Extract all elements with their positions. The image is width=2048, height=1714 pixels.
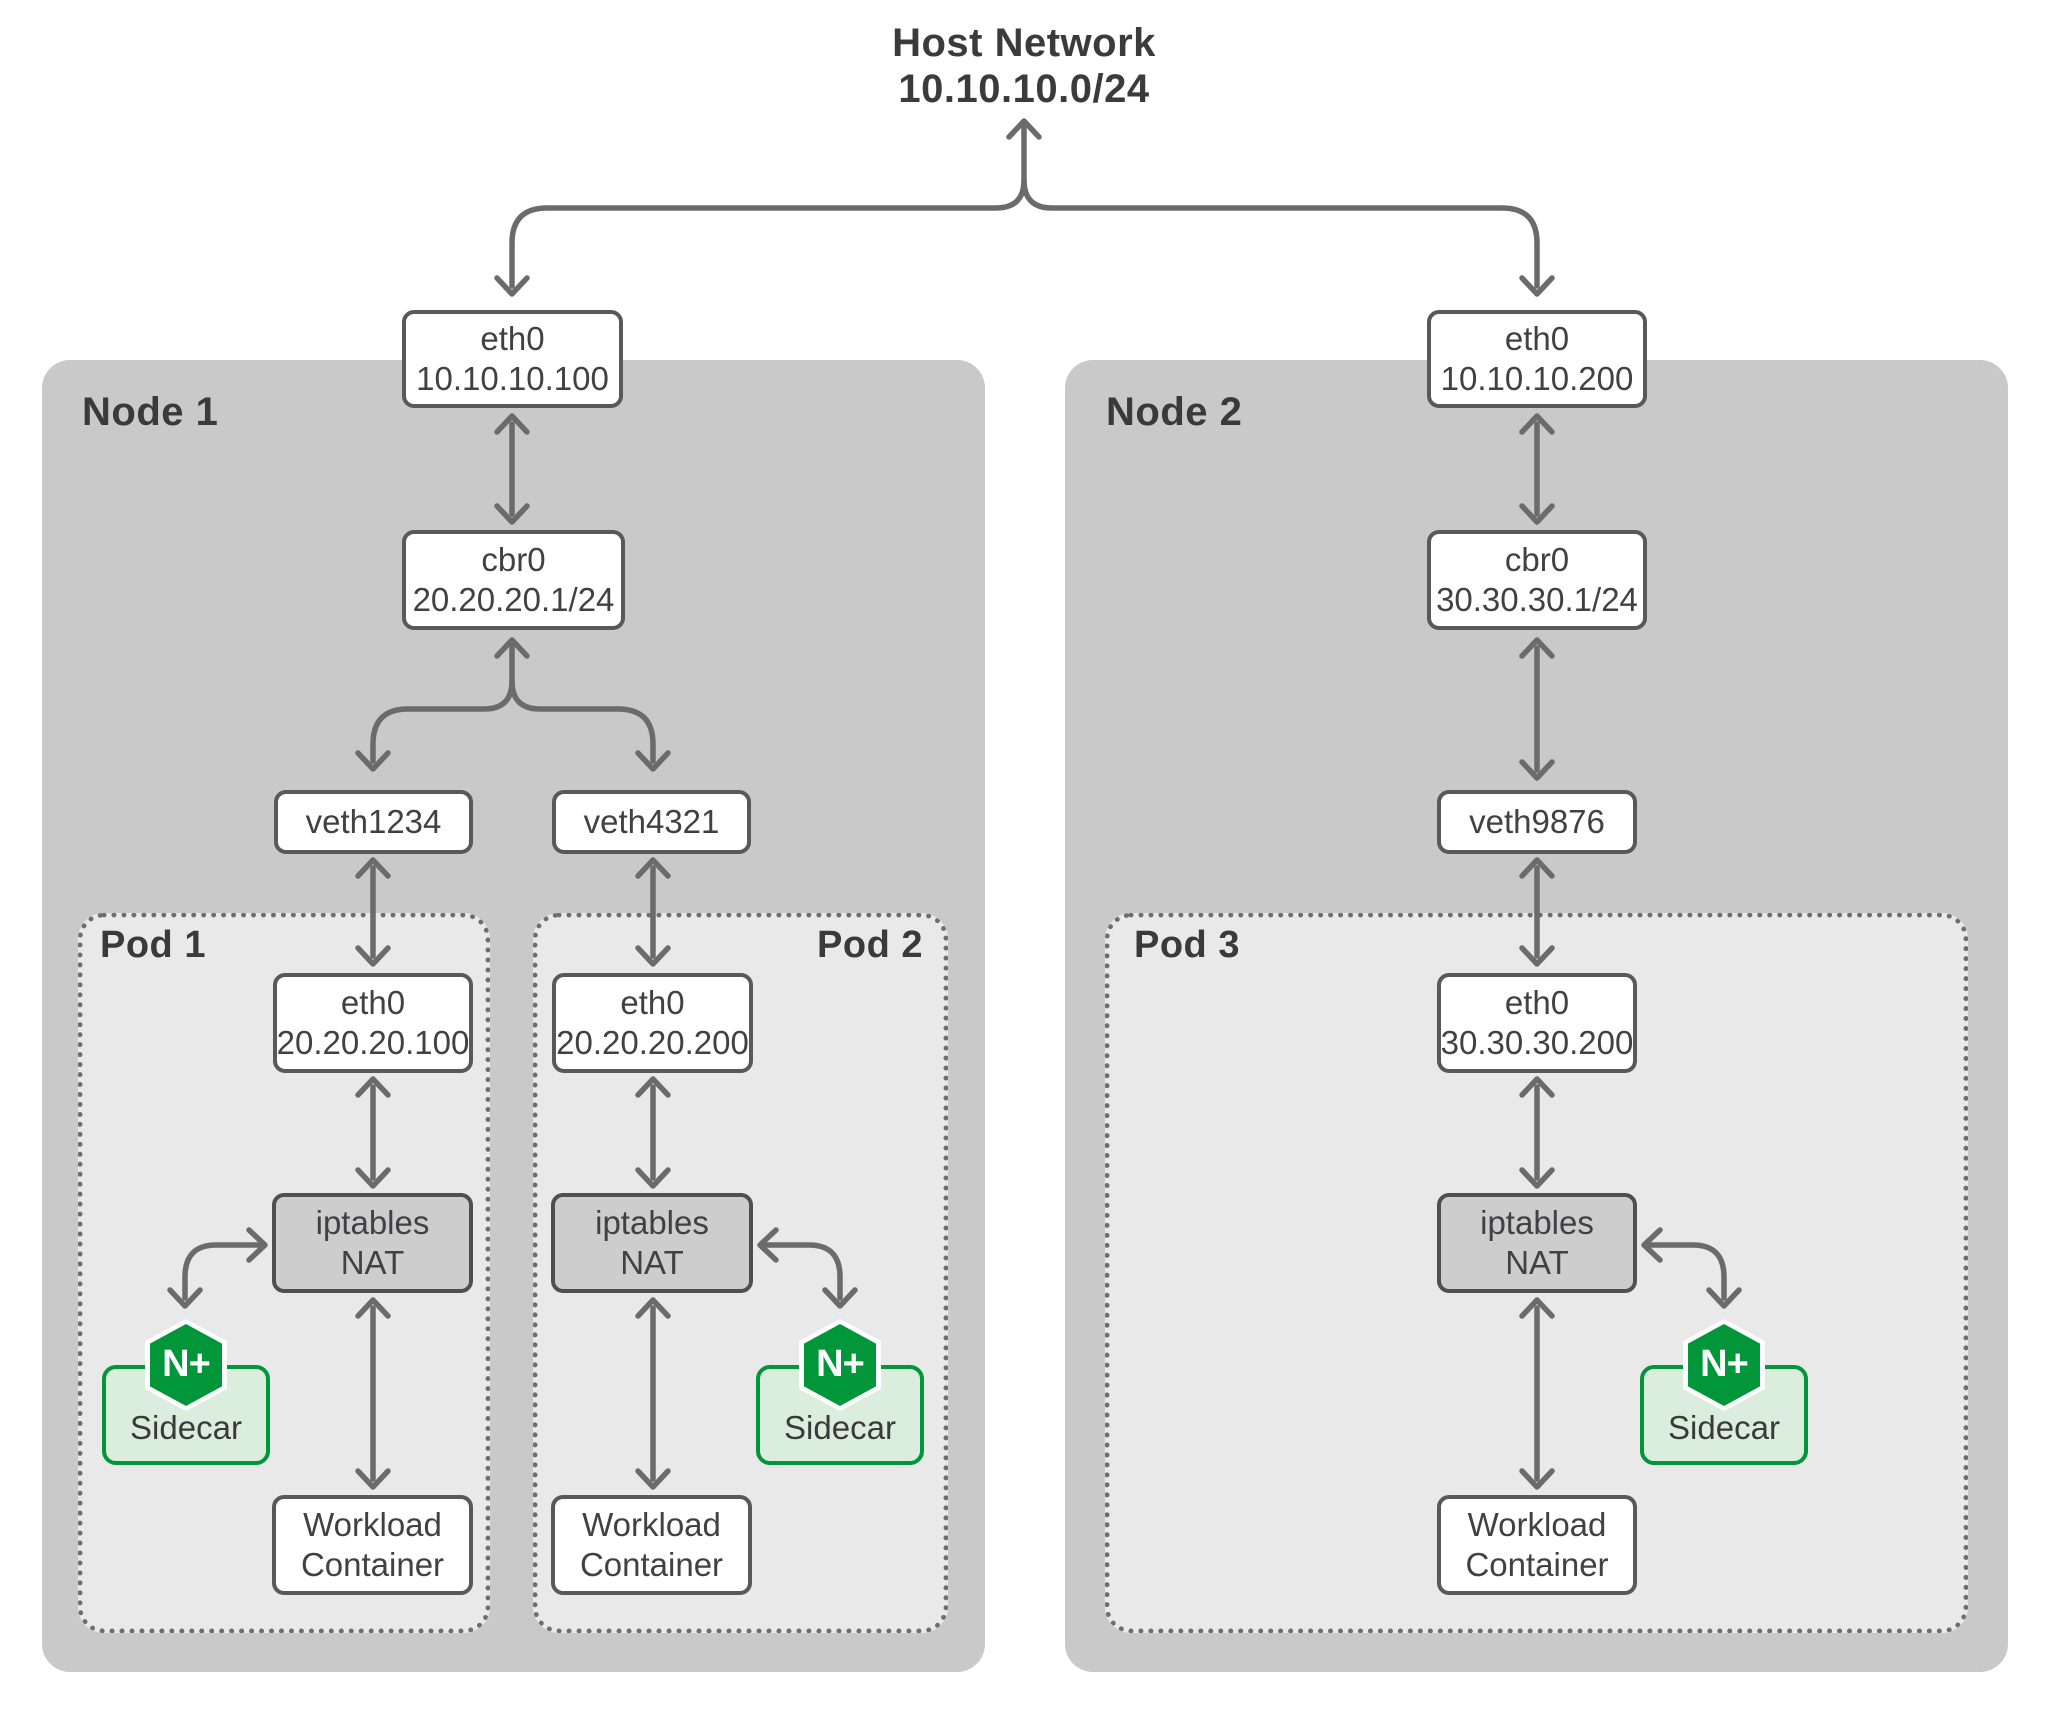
node2-eth0-name: eth0 — [1504, 320, 1570, 357]
pod3-eth0-ip: 30.30.30.200 — [1440, 1024, 1634, 1061]
node2-eth0-box: eth0 10.10.10.200 — [1427, 310, 1647, 408]
pod2-iptables-nat-box: iptables NAT — [551, 1193, 753, 1293]
host-network-title: Host Network 10.10.10.0/24 — [774, 20, 1274, 112]
pod1-nat-line2: NAT — [340, 1244, 405, 1281]
pod1-sidecar-label: Sidecar — [130, 1409, 242, 1446]
pod-3-label: Pod 3 — [1134, 924, 1240, 966]
node1-eth0-box: eth0 10.10.10.100 — [402, 310, 623, 408]
pod1-workload-box: Workload Container — [272, 1495, 473, 1595]
pod1-eth0-ip: 20.20.20.100 — [276, 1024, 470, 1061]
pod1-eth0-name: eth0 — [340, 984, 406, 1021]
pod1-eth0-box: eth0 20.20.20.100 — [273, 973, 473, 1073]
nginx-plus-icon: N+ — [1683, 1319, 1765, 1411]
pod2-eth0-ip: 20.20.20.200 — [556, 1024, 749, 1061]
pod2-nat-line2: NAT — [620, 1244, 684, 1281]
host-network-title-line1: Host Network — [892, 21, 1156, 65]
node1-cbr0-ip: 20.20.20.1/24 — [412, 581, 615, 618]
pod3-iptables-nat-box: iptables NAT — [1437, 1193, 1637, 1293]
host-fork-left-branch — [509, 124, 1027, 289]
pod3-eth0-name: eth0 — [1504, 984, 1570, 1021]
node-1-label: Node 1 — [82, 390, 219, 434]
pod2-workload-box: Workload Container — [551, 1495, 752, 1595]
veth9876-box: veth9876 — [1437, 790, 1637, 854]
pod1-iptables-nat-box: iptables NAT — [272, 1193, 473, 1293]
veth9876-label: veth9876 — [1469, 803, 1605, 840]
pod2-eth0-box: eth0 20.20.20.200 — [552, 973, 753, 1073]
host-fork-right-branch — [1021, 177, 1540, 289]
pod3-sidecar-label: Sidecar — [1668, 1409, 1780, 1446]
pod2-sidecar-label: Sidecar — [784, 1409, 896, 1446]
pod2-nat-line1: iptables — [595, 1204, 709, 1241]
nginx-plus-badge: N+ — [150, 1324, 222, 1406]
pod2-workload-line2: Container — [579, 1546, 724, 1583]
pod2-workload-line1: Workload — [582, 1506, 721, 1543]
node1-eth0-ip: 10.10.10.100 — [416, 360, 609, 397]
veth4321-box: veth4321 — [552, 790, 751, 854]
pod3-workload-line2: Container — [1465, 1546, 1609, 1583]
arrow-down-node2-eth0 — [1519, 275, 1555, 297]
node2-cbr0-name: cbr0 — [1504, 541, 1570, 578]
node1-cbr0-box: cbr0 20.20.20.1/24 — [402, 530, 625, 630]
nginx-plus-icon: N+ — [799, 1319, 881, 1411]
nginx-plus-badge: N+ — [804, 1324, 876, 1406]
pod2-eth0-name: eth0 — [620, 984, 685, 1021]
pod1-workload-line1: Workload — [303, 1506, 442, 1543]
pod3-eth0-box: eth0 30.30.30.200 — [1437, 973, 1637, 1073]
nginx-plus-badge: N+ — [1688, 1324, 1760, 1406]
nginx-plus-icon: N+ — [145, 1319, 227, 1411]
pod3-nat-line2: NAT — [1505, 1244, 1569, 1281]
veth1234-box: veth1234 — [274, 790, 473, 854]
pod3-workload-box: Workload Container — [1437, 1495, 1637, 1595]
host-network-subnet: 10.10.10.0/24 — [898, 67, 1150, 111]
node-2-label: Node 2 — [1106, 390, 1243, 434]
pod3-nat-line1: iptables — [1480, 1204, 1594, 1241]
node2-cbr0-ip: 30.30.30.1/24 — [1436, 581, 1638, 618]
arrow-down-node1-eth0 — [494, 275, 530, 297]
node2-cbr0-box: cbr0 30.30.30.1/24 — [1427, 530, 1647, 630]
node1-eth0-name: eth0 — [480, 320, 545, 357]
node2-eth0-ip: 10.10.10.200 — [1440, 360, 1634, 397]
veth1234-label: veth1234 — [305, 803, 442, 840]
node1-cbr0-name: cbr0 — [481, 541, 546, 578]
pod3-sidecar-box: Sidecar — [1640, 1365, 1808, 1465]
arrow-up-host-network — [1006, 118, 1042, 140]
pod1-workload-line2: Container — [300, 1546, 445, 1583]
pod-2-label: Pod 2 — [817, 924, 923, 966]
veth4321-label: veth4321 — [583, 803, 720, 840]
pod1-nat-line1: iptables — [315, 1204, 430, 1241]
pod-1-label: Pod 1 — [100, 924, 206, 966]
pod3-workload-line1: Workload — [1467, 1506, 1607, 1543]
